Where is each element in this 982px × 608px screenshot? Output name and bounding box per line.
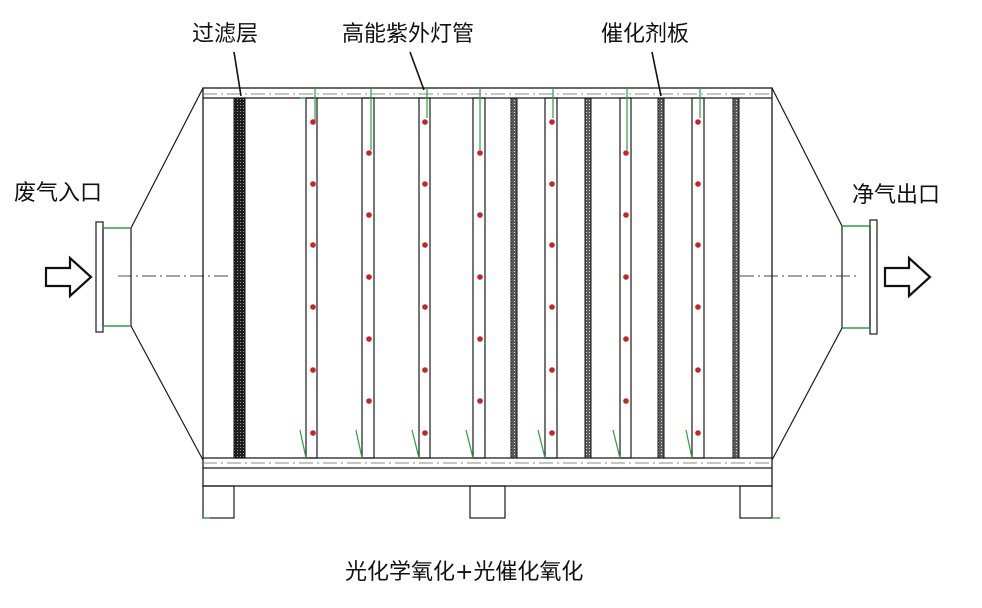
lamp-dot <box>623 336 629 342</box>
lamp-dot <box>695 119 701 125</box>
uv-lamp-tube-2 <box>361 97 375 459</box>
lamp-dot <box>623 398 629 404</box>
lamp-dot <box>477 398 483 404</box>
lamp-dot <box>695 430 701 436</box>
lamp-dot <box>422 242 428 248</box>
lamp-dot <box>422 119 428 125</box>
base-feet <box>202 485 773 519</box>
label-filter-layer: 过滤层 <box>192 22 259 47</box>
lamp-dot <box>422 430 428 436</box>
uv-lamp-tube-1 <box>305 97 318 459</box>
lamp-dot <box>549 181 555 187</box>
uv-lamp-tube-3 <box>418 97 431 459</box>
lamp-dot <box>422 367 428 373</box>
lamp-dot <box>422 181 428 187</box>
label-catalyst-plate: 催化剂板 <box>601 22 690 47</box>
catalyst-plate-1 <box>510 97 518 459</box>
lamp-dot <box>623 150 629 156</box>
uv-lamp-dots <box>310 119 701 436</box>
lamp-dot <box>549 367 555 373</box>
uv-lamp-tubes <box>305 97 705 459</box>
lamp-dot <box>549 119 555 125</box>
label-uv-lamp: 高能紫外灯管 <box>342 22 475 47</box>
lamp-dot <box>310 242 316 248</box>
outlet-flange <box>771 87 878 461</box>
lamp-dot <box>366 212 372 218</box>
lamp-dot <box>366 336 372 342</box>
inlet-arrow-icon <box>44 255 93 299</box>
lamp-dot <box>477 336 483 342</box>
uv-lamp-tube-6 <box>619 97 632 459</box>
lamp-dot <box>422 304 428 310</box>
outlet-arrow-icon <box>883 255 932 299</box>
catalyst-plates <box>510 97 740 459</box>
diagram-caption: 光化学氧化+光催化氧化 <box>345 560 584 585</box>
catalyst-plate-3 <box>657 97 665 459</box>
lamp-dot <box>549 430 555 436</box>
lamp-dot <box>477 274 483 280</box>
lamp-dot <box>310 367 316 373</box>
main-housing <box>202 87 773 487</box>
inlet-flange <box>95 87 204 461</box>
lamp-dot <box>310 304 316 310</box>
mounting-marks <box>203 88 780 519</box>
uv-lamp-tube-4 <box>472 97 486 459</box>
lamp-dot <box>695 242 701 248</box>
leader-uv-lamp <box>409 51 425 91</box>
lamp-dot <box>477 212 483 218</box>
lamp-dot <box>549 242 555 248</box>
lamp-dot <box>549 304 555 310</box>
lamp-dot <box>477 150 483 156</box>
catalyst-plate-4 <box>732 97 740 459</box>
lamp-dot <box>623 274 629 280</box>
uv-lamp-tube-5 <box>544 97 558 459</box>
lamp-dot <box>310 430 316 436</box>
leader-catalyst-plate <box>651 51 662 97</box>
filter-layer <box>233 97 246 459</box>
label-clean-gas-outlet: 净气出口 <box>852 183 941 208</box>
label-waste-gas-inlet: 废气入口 <box>14 181 103 206</box>
lamp-dot <box>310 119 316 125</box>
lamp-dot <box>623 212 629 218</box>
catalyst-plate-2 <box>584 97 592 459</box>
lamp-dot <box>695 367 701 373</box>
lamp-dot <box>366 150 372 156</box>
lamp-dot <box>310 181 316 187</box>
uv-lamp-tube-7 <box>691 97 705 459</box>
leader-lines <box>233 51 662 97</box>
lamp-dot <box>366 398 372 404</box>
leader-filter-layer <box>233 51 242 97</box>
lamp-dot <box>695 181 701 187</box>
lamp-dot <box>366 274 372 280</box>
lamp-dot <box>695 304 701 310</box>
